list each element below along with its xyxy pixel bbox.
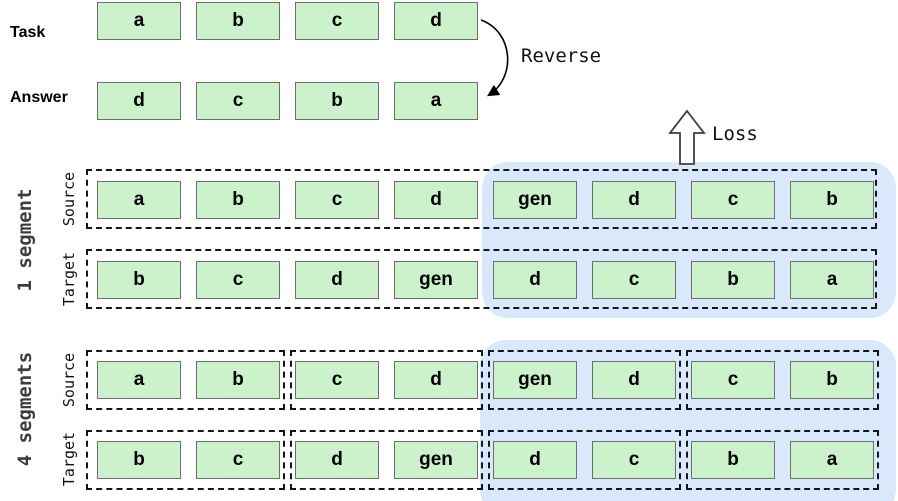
source-axis-label-4segments: Source xyxy=(60,352,78,408)
token-box: c xyxy=(691,181,775,219)
segment-boundary-source-1segment xyxy=(86,169,877,229)
token-box: b xyxy=(196,361,280,399)
token-box: c xyxy=(295,181,379,219)
segment-boundary-target-seg4 xyxy=(686,430,879,490)
token-box: d xyxy=(493,261,577,299)
segment-boundary-target-1segment xyxy=(86,249,877,309)
token-box: gen xyxy=(493,181,577,219)
reverse-label: Reverse xyxy=(521,45,602,67)
source-axis-label-1segment: Source xyxy=(60,171,78,227)
token-box: gen xyxy=(394,441,478,479)
token-box: c xyxy=(592,441,676,479)
token-box: c xyxy=(592,261,676,299)
section-label-4segments: 4 segments xyxy=(14,351,36,467)
token-box: gen xyxy=(394,261,478,299)
answer-label: Answer xyxy=(10,89,68,106)
task-label: Task xyxy=(10,24,46,41)
token-box: b xyxy=(691,261,775,299)
reverse-curved-arrow-icon xyxy=(480,19,509,97)
token-box: c xyxy=(295,361,379,399)
token-box: b xyxy=(691,441,775,479)
token-box: a xyxy=(97,2,181,40)
token-box: d xyxy=(295,441,379,479)
token-box: gen xyxy=(493,361,577,399)
token-box: c xyxy=(295,2,379,40)
segment-boundary-target-seg3 xyxy=(488,430,681,490)
segment-boundary-source-seg4 xyxy=(686,350,879,410)
token-box: b xyxy=(97,261,181,299)
target-axis-label-1segment: Target xyxy=(60,251,78,307)
section-label-1segment: 1 segment xyxy=(14,188,36,292)
token-box: a xyxy=(790,441,874,479)
segment-boundary-target-seg1 xyxy=(86,430,285,490)
segment-boundary-source-seg1 xyxy=(86,350,285,410)
token-box: b xyxy=(97,441,181,479)
token-box: d xyxy=(295,261,379,299)
token-box: a xyxy=(97,181,181,219)
target-axis-label-4segments: Target xyxy=(60,431,78,487)
token-box: a xyxy=(97,361,181,399)
token-box: d xyxy=(592,181,676,219)
loss-up-arrow-icon xyxy=(668,109,706,165)
loss-label: Loss xyxy=(712,123,758,145)
token-box: c xyxy=(691,361,775,399)
token-box: d xyxy=(394,2,478,40)
token-box: b xyxy=(295,82,379,120)
segment-boundary-target-seg2 xyxy=(290,430,483,490)
token-box: b xyxy=(196,181,280,219)
segment-boundary-source-seg2 xyxy=(290,350,483,410)
token-box: b xyxy=(790,181,874,219)
token-box: a xyxy=(790,261,874,299)
token-box: c xyxy=(196,82,280,120)
segment-boundary-source-seg3 xyxy=(488,350,681,410)
token-box: b xyxy=(790,361,874,399)
token-box: c xyxy=(196,261,280,299)
token-box: d xyxy=(394,181,478,219)
token-box: d xyxy=(97,82,181,120)
token-box: d xyxy=(592,361,676,399)
token-box: b xyxy=(196,2,280,40)
token-box: a xyxy=(394,82,478,120)
token-box: d xyxy=(394,361,478,399)
token-box: c xyxy=(196,441,280,479)
token-box: d xyxy=(493,441,577,479)
